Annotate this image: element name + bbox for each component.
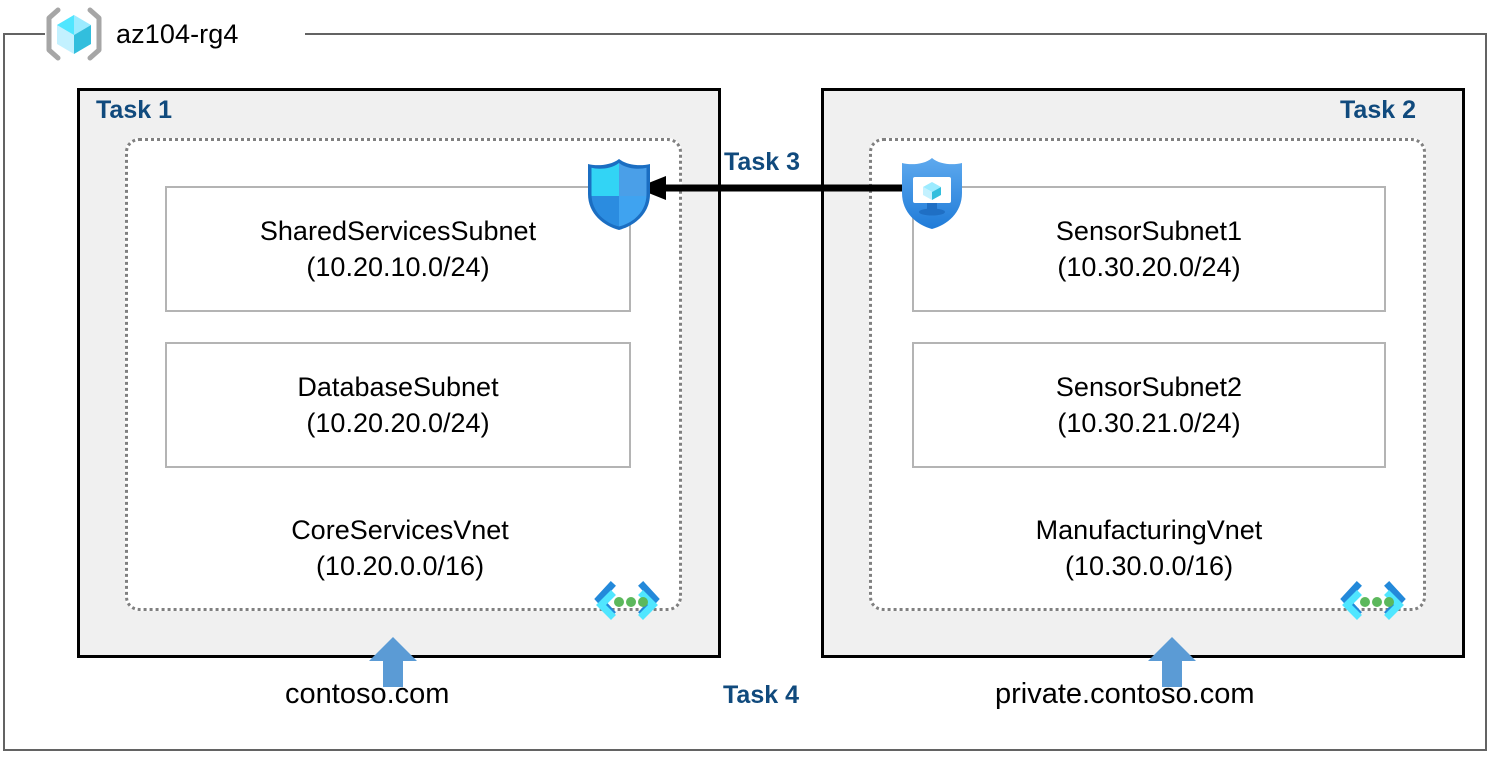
dns-zone-private-contoso: private.contoso.com [995,678,1255,710]
task-4-label: Task 4 [723,681,799,709]
shield-icon [582,156,656,232]
resource-group-frame-top-right-segment [305,33,1487,35]
vnet-cidr: (10.30.0.0/16) [1064,551,1234,581]
protected-virtual-machine-icon [897,155,967,231]
up-arrow-marker [369,637,417,687]
up-arrow-marker [1148,637,1196,687]
task-1-label: Task 1 [96,96,172,124]
subnet-sensorsubnet2: SensorSubnet2 (10.30.21.0/24) [912,342,1386,468]
vnet-name: CoreServicesVnet [291,515,509,545]
subnet-name: SensorSubnet2 [1055,372,1243,402]
resource-group-frame [3,33,1487,751]
resource-group-title: az104-rg4 [44,6,238,62]
vnet-name: ManufacturingVnet [1035,515,1263,545]
subnet-name: SharedServicesSubnet [259,216,537,246]
manufacturingvnet-caption: ManufacturingVnet (10.30.0.0/16) [899,512,1399,584]
subnet-cidr: (10.20.20.0/24) [306,408,490,438]
subnet-cidr: (10.30.21.0/24) [1057,408,1241,438]
subnet-databasesubnet: DatabaseSubnet (10.20.20.0/24) [165,342,631,468]
subnet-sharedservicessubnet: SharedServicesSubnet (10.20.10.0/24) [165,186,631,312]
azure-resource-group-icon [44,6,104,62]
resource-group-frame-top-left-segment [3,33,45,35]
resource-group-name: az104-rg4 [116,18,239,49]
subnet-name: DatabaseSubnet [297,372,499,402]
subnet-sensorsubnet1: SensorSubnet1 (10.30.20.0/24) [912,186,1386,312]
virtual-network-icon [1340,581,1406,625]
left-arrow-connector [636,176,916,200]
coreservicesvnet-caption: CoreServicesVnet (10.20.0.0/16) [150,512,650,584]
subnet-cidr: (10.20.10.0/24) [306,252,490,282]
subnet-cidr: (10.30.20.0/24) [1057,252,1241,282]
task-2-label: Task 2 [1340,96,1416,124]
dns-zone-contoso: contoso.com [285,678,450,710]
vnet-cidr: (10.20.0.0/16) [315,551,485,581]
task-3-label: Task 3 [724,148,800,176]
subnet-name: SensorSubnet1 [1055,216,1243,246]
virtual-network-icon [594,581,660,625]
